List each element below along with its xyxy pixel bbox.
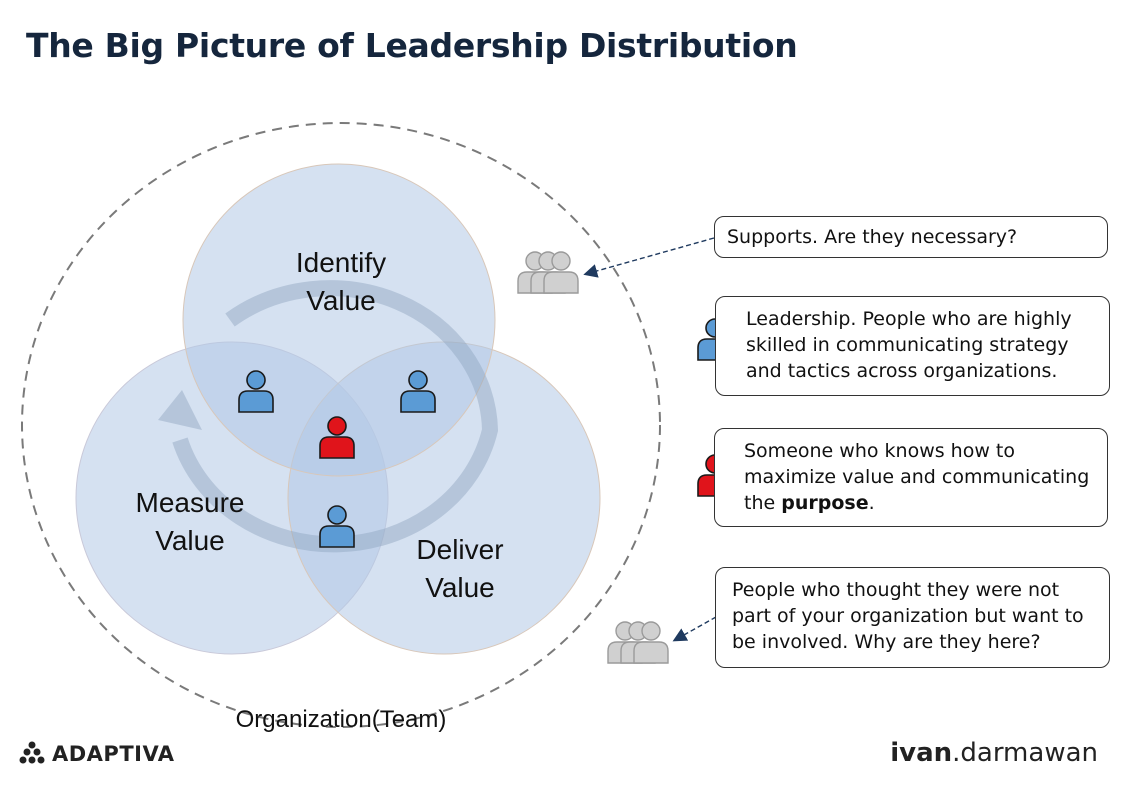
purpose-bold-text: purpose [781,492,869,514]
author-signature: ivan.darmawan [890,738,1098,768]
identify-value-label: Identify [296,247,386,278]
measure-value-label: Measure [136,487,245,518]
deliver-value-label: Deliver [416,534,503,565]
cycle-arrow-icon [172,280,499,553]
adaptiva-logo-text: ADAPTIVA [52,742,175,766]
people-group-icon [607,621,669,664]
organization-boundary [21,122,661,728]
outsiders-callout: People who thought they were not part of… [715,567,1110,668]
supports-arrow [583,237,715,278]
organization-label: Organization(Team) [236,706,447,733]
page-title: The Big Picture of Leadership Distributi… [26,26,798,65]
svg-text:Value: Value [155,525,225,556]
adaptiva-logo: ADAPTIVA [18,740,175,768]
cycle-arrowhead-icon [158,390,202,430]
leadership-text: Leadership. People who are highly skille… [746,308,1072,382]
purpose-text: Someone who knows how to maximize value … [744,440,1090,514]
leadership-callout: Leadership. People who are highly skille… [715,296,1110,396]
adaptiva-logo-icon [19,741,45,764]
svg-text:Value: Value [425,572,495,603]
svg-text:Value: Value [306,285,376,316]
people-group-icon [517,251,579,294]
supports-text: Supports. Are they necessary? [727,226,1018,248]
outsiders-arrow [672,616,717,642]
purpose-callout: Someone who knows how to maximize value … [714,428,1108,527]
supports-callout: Supports. Are they necessary? [714,216,1108,258]
outsiders-text: People who thought they were not part of… [732,579,1084,653]
